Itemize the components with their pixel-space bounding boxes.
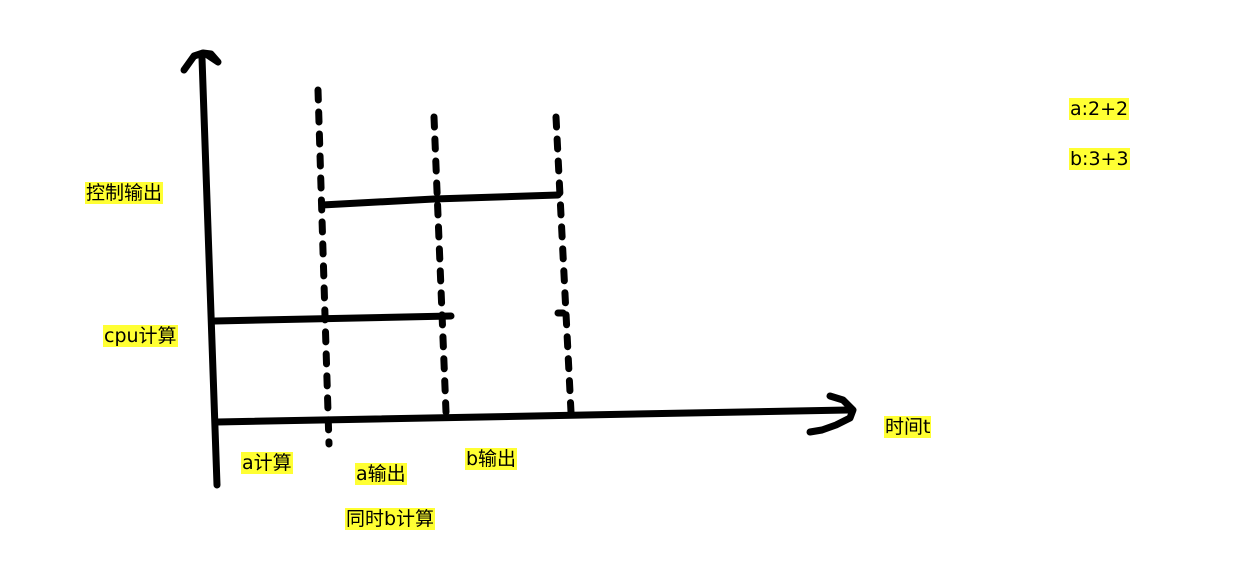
cpu-compute-bar [211, 312, 455, 325]
a-compute-label: a计算 [241, 452, 293, 474]
b-output-label: b输出 [465, 448, 518, 470]
time-divider-3 [552, 113, 575, 416]
y-axis-arrowhead [180, 49, 222, 74]
note-a-label: a:2+2 [1069, 98, 1130, 120]
x-axis-line [213, 406, 852, 426]
a-output-label: a输出 [355, 463, 407, 485]
time-divider-2 [430, 113, 450, 416]
simultaneous-b-compute-label: 同时b计算 [345, 508, 436, 530]
cpu-compute-label: cpu计算 [103, 325, 178, 347]
x-axis-arrowhead [806, 392, 857, 436]
control-output-bar [318, 191, 562, 209]
time-axis-label: 时间t [884, 416, 932, 438]
note-b-label: b:3+3 [1069, 148, 1130, 170]
control-output-label: 控制输出 [85, 182, 164, 204]
time-divider-1 [314, 86, 333, 448]
y-axis-line [198, 54, 221, 489]
